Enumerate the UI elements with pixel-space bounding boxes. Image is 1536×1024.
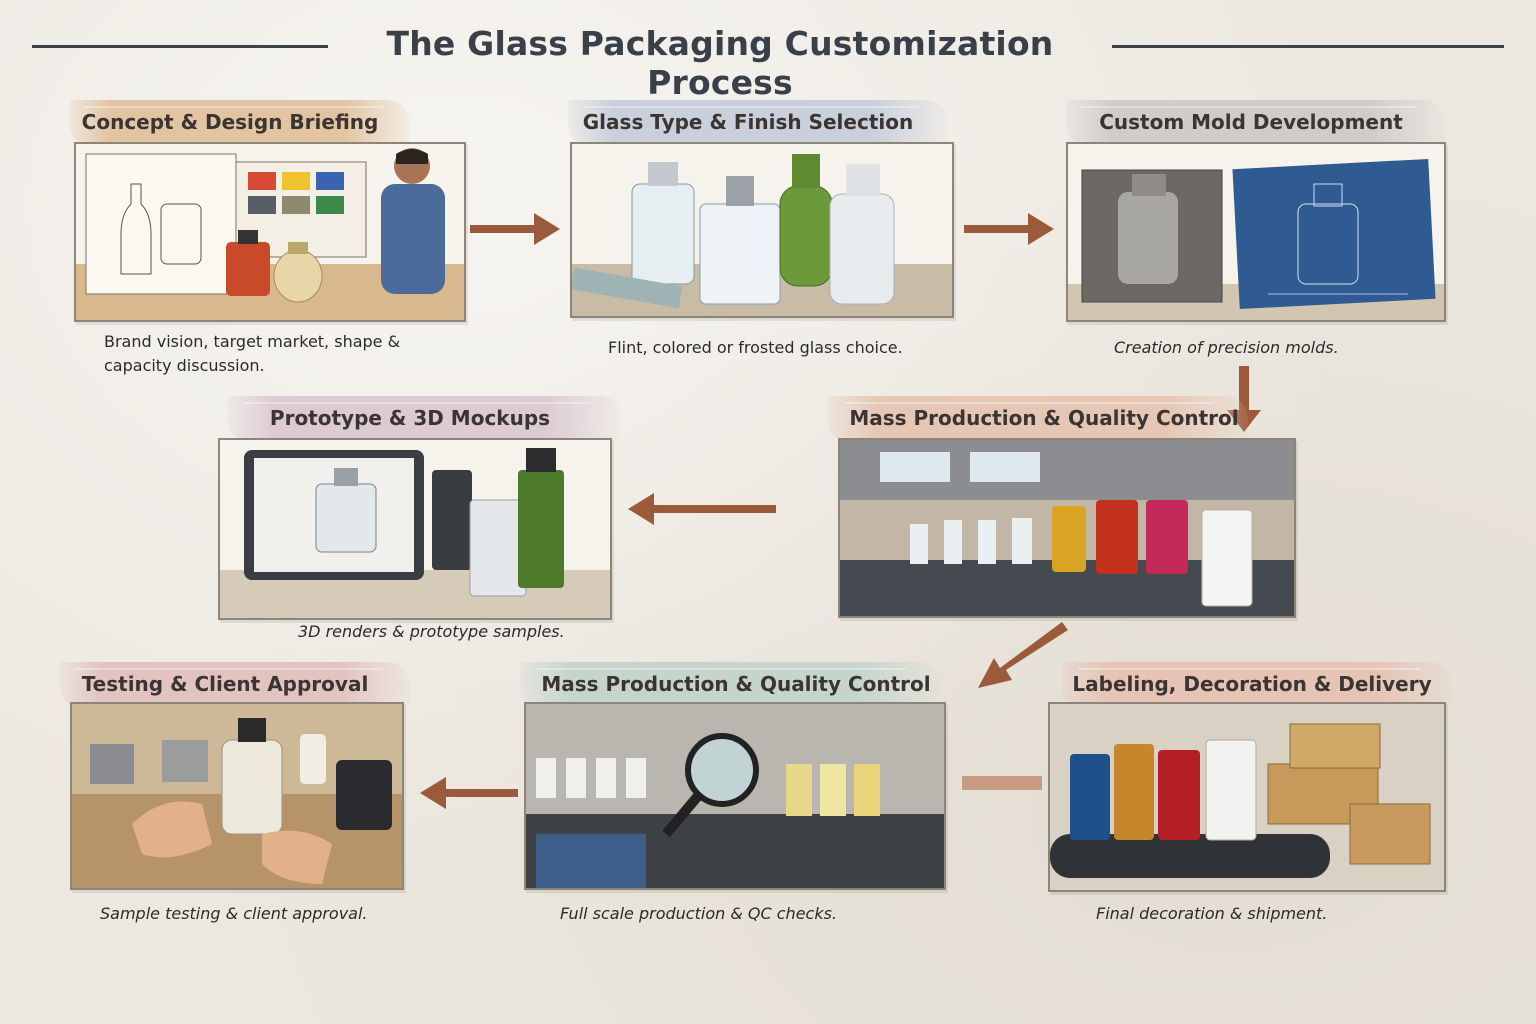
step-title-brush — [520, 662, 940, 706]
step-caption: Sample testing & client approval. — [100, 904, 368, 923]
step-title-brush — [70, 100, 410, 144]
quality-control-illustration — [524, 702, 946, 890]
step-caption: Flint, colored or frosted glass choice. — [608, 338, 903, 357]
step-caption: Final decoration & shipment. — [1096, 904, 1328, 923]
step-title-brush — [228, 396, 622, 440]
flow-arrow-7-to-6 — [418, 776, 518, 810]
step-title-brush — [568, 100, 948, 144]
arrow-left-icon — [628, 493, 776, 525]
concept-illustration — [74, 142, 466, 322]
step-title: Testing & Client Approval — [81, 672, 369, 696]
step-title: Custom Mold Development — [1099, 110, 1403, 134]
flow-arrow-8-to-7 — [962, 772, 1042, 796]
step-title-brush — [60, 662, 410, 706]
step-title: Mass Production & Quality Control — [849, 406, 1239, 430]
production-line-illustration — [838, 438, 1296, 618]
flow-arrow-2-to-3 — [964, 212, 1056, 246]
prototype-illustration — [218, 438, 612, 620]
step-caption: Creation of precision molds. — [1114, 338, 1339, 357]
arrow-diagonal-icon — [978, 622, 1068, 688]
glass-selection-illustration — [570, 142, 954, 318]
title-rule-left — [32, 45, 328, 48]
flow-arrow-5-to-4 — [626, 492, 776, 526]
step-title: Mass Production & Quality Control — [541, 672, 931, 696]
title-rule-right — [1112, 45, 1504, 48]
header: The Glass Packaging Customization Proces… — [0, 18, 1536, 102]
step-caption: 3D renders & prototype samples. — [298, 622, 565, 641]
step-title: Concept & Design Briefing — [81, 110, 379, 134]
flow-arrow-1-to-2 — [470, 212, 562, 246]
flow-arrow-5-to-7 — [972, 618, 1068, 694]
labeling-illustration — [1048, 702, 1446, 892]
step-title: Glass Type & Finish Selection — [582, 110, 914, 134]
mold-illustration — [1066, 142, 1446, 322]
step-title-brush — [1066, 100, 1446, 144]
arrow-left-icon — [420, 777, 518, 809]
page-title: The Glass Packaging Customization Proces… — [386, 24, 1054, 102]
step-title-brush — [1062, 662, 1452, 706]
step-title: Prototype & 3D Mockups — [269, 406, 551, 430]
step-title-brush — [828, 396, 1248, 440]
testing-illustration — [70, 702, 404, 890]
step-title: Labeling, Decoration & Delivery — [1072, 672, 1432, 696]
arrow-right-icon — [470, 213, 560, 245]
arrow-right-icon — [964, 213, 1054, 245]
arrow-connector-icon — [962, 776, 1042, 790]
step-caption: Brand vision, target market, shape & cap… — [104, 332, 401, 375]
step-caption: Full scale production & QC checks. — [560, 904, 838, 923]
